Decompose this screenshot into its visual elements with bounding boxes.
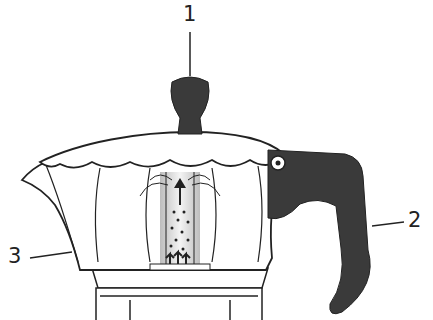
callout-number: 2 [408, 210, 421, 231]
leader-line [30, 252, 72, 258]
upper-chamber [22, 156, 282, 270]
callout-number: 3 [8, 246, 21, 267]
leader-line [372, 222, 404, 226]
leader-line [189, 32, 191, 76]
lid [40, 132, 284, 168]
pot-base [92, 268, 268, 320]
callout-number: 1 [183, 4, 196, 25]
lid-knob [171, 77, 209, 134]
handle [268, 150, 370, 314]
